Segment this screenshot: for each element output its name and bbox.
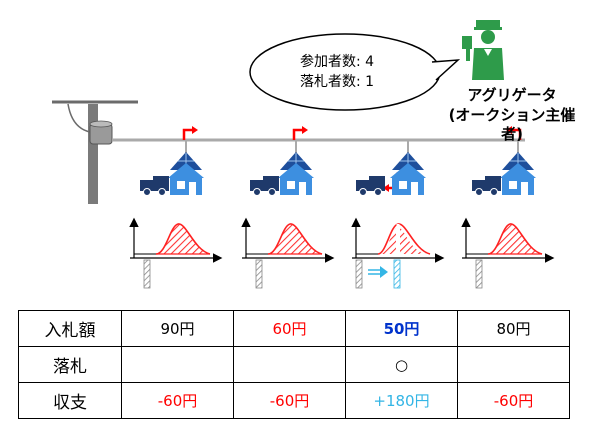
utility-pole: [52, 100, 138, 204]
award-cell: [121, 346, 234, 383]
bid-cell: 80円: [457, 310, 570, 347]
row-header: 落札: [18, 346, 122, 383]
aggregator-title: アグリゲータ: [467, 86, 557, 104]
bid-cell: 60円: [233, 310, 346, 347]
supply-curve-chart: [241, 217, 335, 289]
supply-curve-chart: [129, 217, 223, 289]
row-header: 入札額: [18, 310, 122, 347]
bid-cell: 50円: [345, 310, 458, 347]
table-row: 落札 ○: [18, 346, 570, 383]
aggregator-subtitle: (オークション主催者): [448, 106, 576, 143]
auctioneer-person-icon: [462, 20, 504, 80]
table-row: 入札額 90円 60円 50円 80円: [18, 310, 570, 347]
balance-cell: -60円: [121, 382, 234, 419]
participant-unit-1: [129, 126, 223, 289]
row-header: 収支: [18, 382, 122, 419]
transfer-arrow-icon: [368, 266, 388, 278]
participant-unit-2: [241, 126, 335, 289]
supply-curve-chart: [351, 217, 445, 289]
award-cell: ○: [345, 346, 458, 383]
participant-unit-3: [351, 140, 445, 289]
participant-unit-4: [461, 126, 555, 289]
speech-bubble: [249, 33, 461, 111]
bid-cell: 90円: [121, 310, 234, 347]
award-cell: [457, 346, 570, 383]
balance-cell: +180円: [345, 382, 458, 419]
balance-cell: -60円: [457, 382, 570, 419]
award-cell: [233, 346, 346, 383]
balance-cell: -60円: [233, 382, 346, 419]
supply-curve-chart: [461, 217, 555, 289]
table-row: 収支 -60円 -60円 +180円 -60円: [18, 382, 570, 419]
result-table: 入札額 90円 60円 50円 80円 落札 ○ 収支 -60円 -60円 +1…: [18, 310, 570, 419]
participant-count: 参加者数: 4: [300, 54, 375, 70]
winner-count: 落札者数: 1: [300, 74, 375, 90]
auction-diagram: [52, 20, 555, 289]
